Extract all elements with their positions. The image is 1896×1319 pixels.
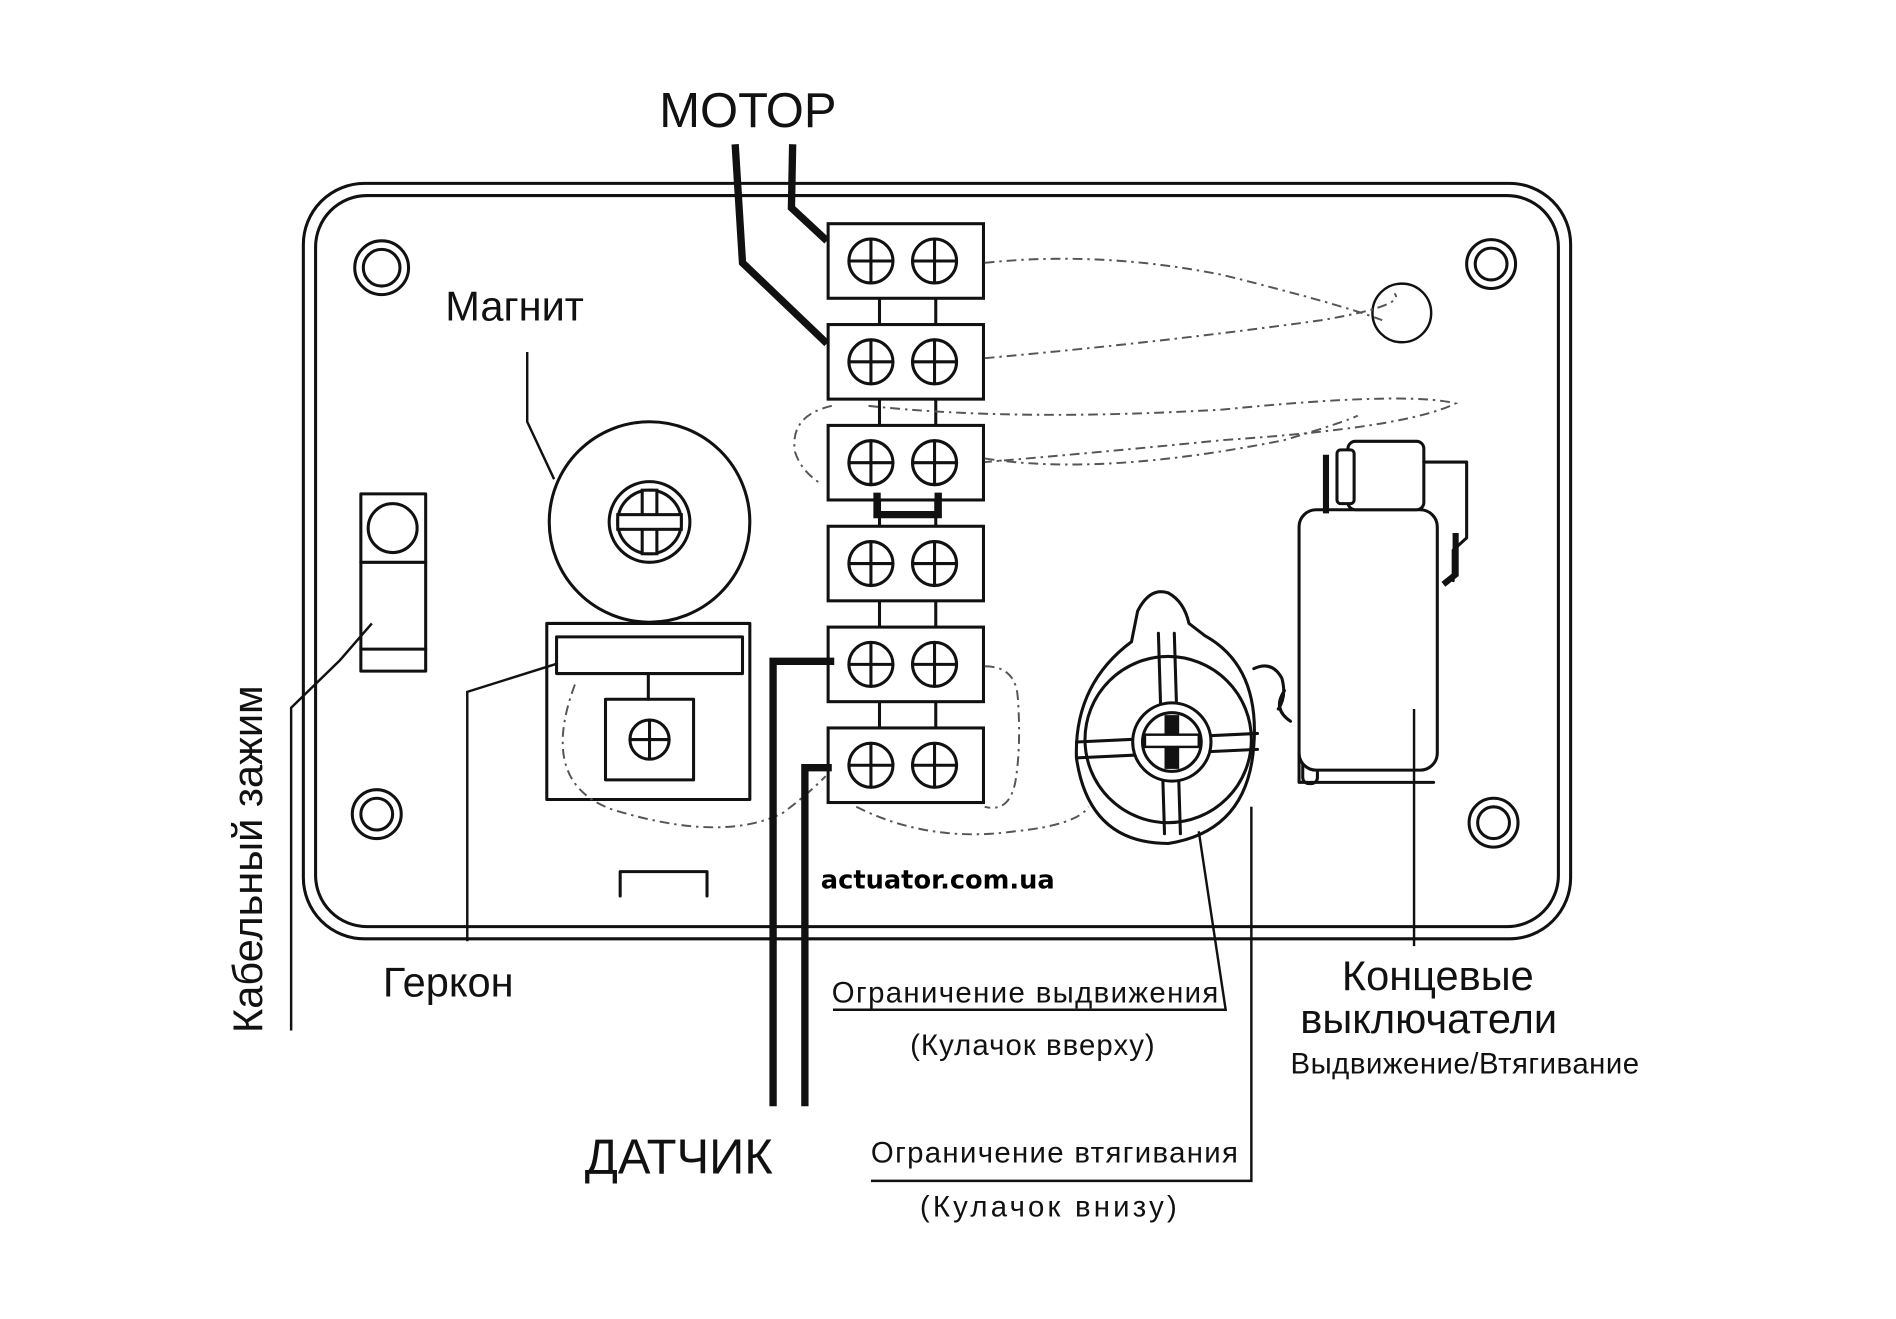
- magnet-leader: [525, 352, 556, 480]
- extend-limit-note: (Кулачок вверху): [910, 1029, 1155, 1062]
- terminal-block: [826, 222, 986, 805]
- sensor-wires: [769, 657, 835, 1107]
- extend-limit-leader: [833, 831, 1228, 1011]
- terminal-screw-icon: [847, 338, 895, 386]
- terminal-row: [826, 222, 986, 300]
- watermark: actuator.com.ua: [821, 866, 1055, 896]
- terminal-jumper: [873, 492, 942, 519]
- cable-clamp: [359, 492, 428, 673]
- terminal-screw-icon: [847, 741, 895, 789]
- limit-switches-label-2: выключатели: [1300, 995, 1557, 1042]
- limit-switches: [1277, 439, 1469, 786]
- mounting-hole: [353, 239, 411, 297]
- terminal-row: [826, 625, 986, 704]
- magnet: [547, 420, 752, 624]
- housing-tab: [618, 870, 709, 898]
- motor-label: МОТОР: [659, 84, 836, 138]
- cable-clamp-label: Кабельный зажим: [224, 685, 271, 1033]
- terminal-row: [826, 726, 986, 805]
- cable-clamp-leader: [289, 622, 373, 1031]
- sensor-label: ДАТЧИК: [585, 1131, 774, 1185]
- reed-switch-leader: [466, 662, 557, 942]
- mounting-hole: [1467, 796, 1520, 849]
- terminal-row: [826, 323, 986, 401]
- reed-screw-icon: [628, 718, 671, 761]
- reed-switch-label: Геркон: [383, 958, 514, 1005]
- reed-switch: [545, 621, 752, 801]
- terminal-screw-icon: [847, 439, 895, 487]
- terminal-screw-icon: [910, 237, 959, 285]
- terminal-screw-icon: [910, 338, 959, 386]
- terminal-row: [826, 423, 986, 502]
- cable-entry-hole: [1371, 282, 1433, 344]
- terminal-screw-icon: [847, 640, 895, 688]
- terminal-screw-icon: [910, 540, 959, 588]
- internal-wiring: [793, 257, 1459, 836]
- mounting-holes: [350, 238, 1520, 849]
- motor-wires: [731, 144, 830, 347]
- extend-limit-label: Ограничение выдвижения: [832, 976, 1219, 1009]
- mounting-hole: [1465, 238, 1518, 291]
- limit-switches-sublabel: Выдвижение/Втягивание: [1291, 1047, 1640, 1080]
- limit-switches-label-1: Концевые: [1342, 952, 1534, 999]
- magnet-label: Магнит: [445, 282, 584, 329]
- retract-limit-label: Ограничение втягивания: [871, 1137, 1238, 1170]
- housing: [301, 181, 1573, 941]
- cam-wheel: [1074, 590, 1286, 846]
- cam-screw-icon: [1143, 715, 1200, 769]
- terminal-screw-icon: [910, 439, 959, 487]
- terminal-screw-icon: [910, 741, 959, 789]
- magnet-screw-icon: [607, 480, 692, 564]
- terminal-screw-icon: [847, 540, 895, 588]
- retract-limit-note: (Кулачок внизу): [920, 1190, 1177, 1223]
- terminal-row: [826, 524, 986, 603]
- terminal-screw-icon: [847, 237, 895, 285]
- retract-limit-leader: [870, 806, 1253, 1183]
- mounting-hole: [350, 788, 403, 841]
- terminal-screw-icon: [910, 640, 959, 688]
